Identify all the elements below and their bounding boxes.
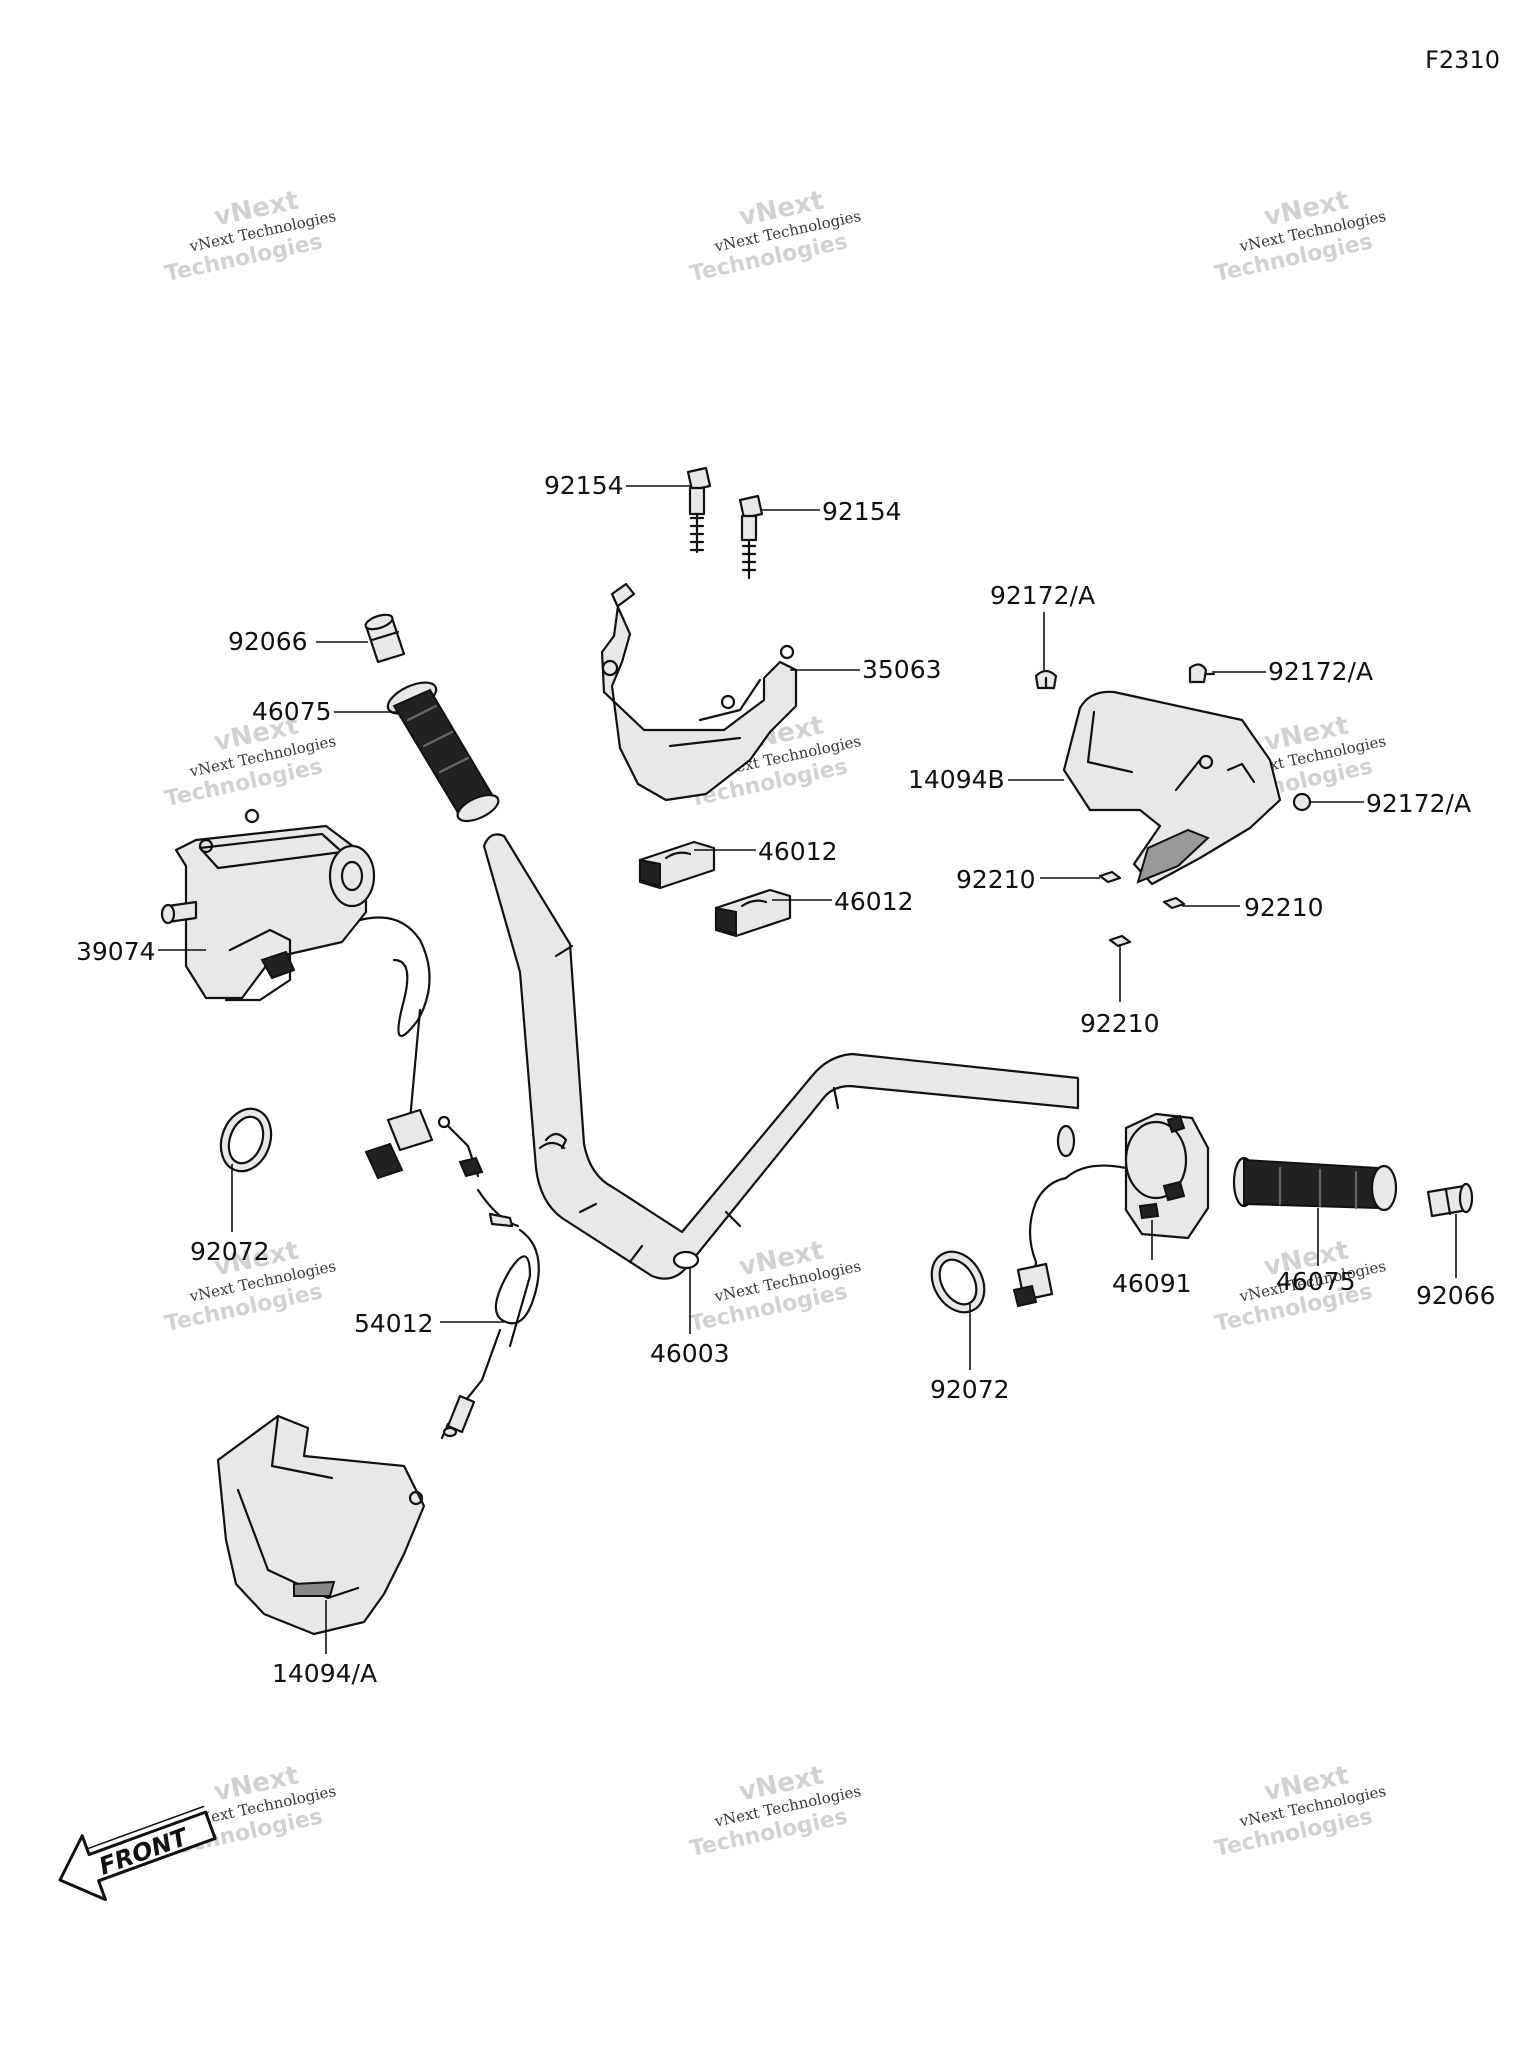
label-46012: 46012 [758, 837, 838, 866]
label-92172A: 92172/A [990, 581, 1095, 610]
handlebar-holder-46012-upper [638, 840, 716, 890]
watermark: vNext vNext Technologies Technologies [1213, 186, 1388, 288]
label-92066: 92066 [228, 627, 308, 656]
bracket-35063 [600, 582, 798, 802]
bar-end-weight-92066-right [1426, 1182, 1474, 1218]
label-14094B: 14094B [908, 765, 1005, 794]
label-46003: 46003 [650, 1339, 730, 1368]
diagram-code: F2310 [1425, 46, 1500, 74]
label-35063: 35063 [862, 655, 942, 684]
grip-46075-right [1232, 1156, 1398, 1212]
bar-end-weight-92066-left [364, 613, 406, 664]
cable-54012 [437, 1115, 540, 1440]
nut-92210-1 [1098, 870, 1122, 884]
label-46091: 46091 [1112, 1269, 1192, 1298]
screw-92172A-1 [1034, 669, 1058, 690]
watermark: vNext vNext Technologies Technologies [688, 186, 863, 288]
switch-46091 [1012, 1112, 1210, 1308]
watermark: vNext vNext Technologies Technologies [688, 1236, 863, 1338]
front-label: FRONT [95, 1822, 192, 1880]
watermark: vNext vNext Technologies Technologies [688, 1761, 863, 1863]
label-14094A: 14094/A [272, 1659, 377, 1688]
cover-14094B [1062, 690, 1282, 886]
screw-92172A-2 [1188, 663, 1216, 684]
label-46012: 46012 [834, 887, 914, 916]
grip-46075-left [386, 681, 500, 823]
label-46075: 46075 [1276, 1267, 1356, 1296]
cover-14094A [216, 1414, 426, 1636]
label-39074: 39074 [76, 937, 156, 966]
nut-92210-2 [1162, 896, 1186, 910]
label-92210: 92210 [1080, 1009, 1160, 1038]
label-92154: 92154 [544, 471, 624, 500]
clamp-band-92072-left [219, 1107, 273, 1173]
label-92210: 92210 [1244, 893, 1324, 922]
handlebar-holder-46012-lower [714, 888, 792, 938]
bolt-92154-right [738, 494, 764, 580]
handlebar-46003 [482, 833, 1080, 1280]
label-92072: 92072 [190, 1237, 270, 1266]
watermark: vNext vNext Technologies Technologies [1213, 1761, 1388, 1863]
label-92172A: 92172/A [1268, 657, 1373, 686]
label-92072: 92072 [930, 1375, 1010, 1404]
bolt-92154-left [686, 466, 712, 554]
screw-92172A-3 [1292, 792, 1312, 812]
label-92172A: 92172/A [1366, 789, 1471, 818]
label-54012: 54012 [354, 1309, 434, 1338]
label-92066: 92066 [1416, 1281, 1496, 1310]
leader-lines [158, 485, 1457, 1654]
nut-92210-3 [1108, 934, 1132, 948]
label-92210: 92210 [956, 865, 1036, 894]
label-46075: 46075 [252, 697, 332, 726]
part-labels: 92154 92154 35063 92172/A 92172/A 92172/… [76, 471, 1496, 1688]
clamp-band-92072-right [930, 1250, 986, 1314]
label-92154: 92154 [822, 497, 902, 526]
throttle-case-39074 [160, 808, 434, 1180]
watermark: vNext vNext Technologies Technologies [163, 186, 338, 288]
